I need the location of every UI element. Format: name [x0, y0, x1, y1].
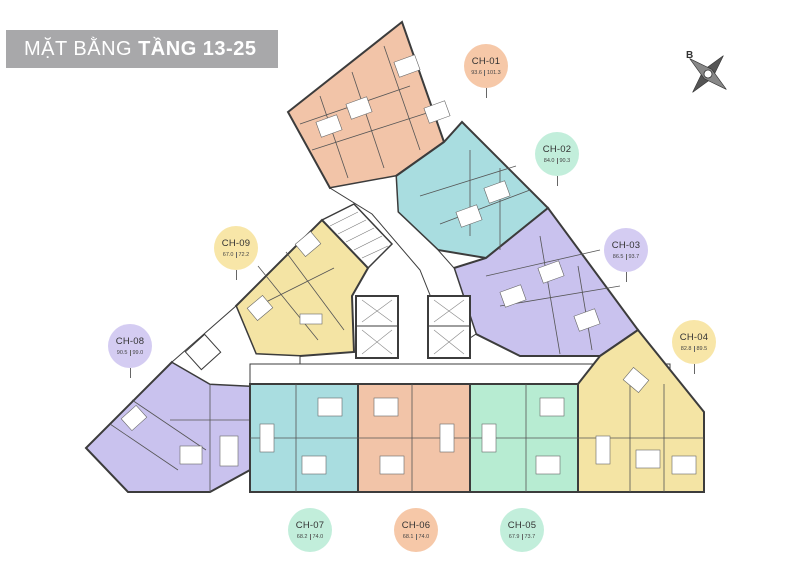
unit-area-net: 93.6 — [471, 70, 482, 76]
unit-badge: CH-03 86.5 93.7 — [604, 228, 648, 272]
unit-label-ch08[interactable]: CH-08 90.5 99.0 — [108, 324, 152, 378]
unit-badge: CH-09 67.0 72.2 — [214, 226, 258, 270]
unit-area-gross: 90.3 — [559, 158, 571, 164]
unit-area-gross: 101.3 — [486, 70, 501, 76]
unit-code: CH-08 — [115, 336, 145, 347]
unit-code: CH-09 — [221, 238, 251, 249]
unit-label-ch09[interactable]: CH-09 67.0 72.2 — [214, 226, 258, 280]
unit-area-gross: 93.7 — [628, 254, 640, 260]
unit-badge: CH-04 82.8 89.5 — [672, 320, 716, 364]
unit-label-ch02[interactable]: CH-02 84.0 90.3 — [535, 132, 579, 186]
compass-icon: B — [686, 50, 727, 93]
unit-area-gross: 89.5 — [696, 346, 708, 352]
unit-area-net: 90.5 — [116, 350, 128, 356]
unit-label-ch05[interactable]: CH-05 67.9 73.7 — [500, 508, 544, 552]
unit-area-net: 67.9 — [508, 534, 520, 540]
elevator-core — [355, 295, 471, 359]
unit-label-ch03[interactable]: CH-03 86.5 93.7 — [604, 228, 648, 282]
right-wing — [286, 20, 640, 357]
unit-area-gross: 74.0 — [418, 534, 430, 540]
unit-code: CH-04 — [679, 332, 709, 343]
unit-area-net: 82.8 — [680, 346, 692, 352]
unit-area-net: 67.0 — [222, 252, 234, 258]
bottom-wing — [249, 328, 705, 493]
unit-area-gross: 72.2 — [238, 252, 250, 258]
unit-area-gross: 73.7 — [524, 534, 536, 540]
unit-area-net: 84.0 — [543, 158, 555, 164]
left-small-stair — [184, 333, 222, 371]
unit-badge: CH-02 84.0 90.3 — [535, 132, 579, 176]
unit-badge: CH-08 90.5 99.0 — [108, 324, 152, 368]
unit-code: CH-01 — [471, 56, 501, 67]
unit-code: CH-06 — [401, 520, 431, 531]
unit-label-ch01[interactable]: CH-01 93.6 101.3 — [464, 44, 508, 98]
unit-badge: CH-05 67.9 73.7 — [500, 508, 544, 552]
unit-code: CH-05 — [507, 520, 537, 531]
unit-badge: CH-07 68.2 74.0 — [288, 508, 332, 552]
unit-label-ch06[interactable]: CH-06 68.1 74.0 — [394, 508, 438, 552]
unit-code: CH-02 — [542, 144, 572, 155]
page-title: MẶT BẰNG TẦNG 13-25 — [6, 30, 278, 68]
unit-badge: CH-06 68.1 74.0 — [394, 508, 438, 552]
title-prefix: MẶT BẰNG — [24, 37, 133, 60]
unit-label-ch04[interactable]: CH-04 82.8 89.5 — [672, 320, 716, 374]
unit-badge: CH-01 93.6 101.3 — [464, 44, 508, 88]
unit-area-net: 68.2 — [296, 534, 308, 540]
unit-label-ch07[interactable]: CH-07 68.2 74.0 — [288, 508, 332, 552]
unit-area-net: 86.5 — [612, 254, 624, 260]
unit-code: CH-03 — [611, 240, 641, 251]
unit-area-gross: 74.0 — [312, 534, 324, 540]
title-floor-range: TẦNG 13-25 — [138, 37, 257, 60]
unit-area-gross: 99.0 — [132, 350, 144, 356]
unit-code: CH-07 — [295, 520, 325, 531]
compass-north-letter: B — [686, 50, 693, 61]
unit-area-net: 68.1 — [402, 534, 414, 540]
